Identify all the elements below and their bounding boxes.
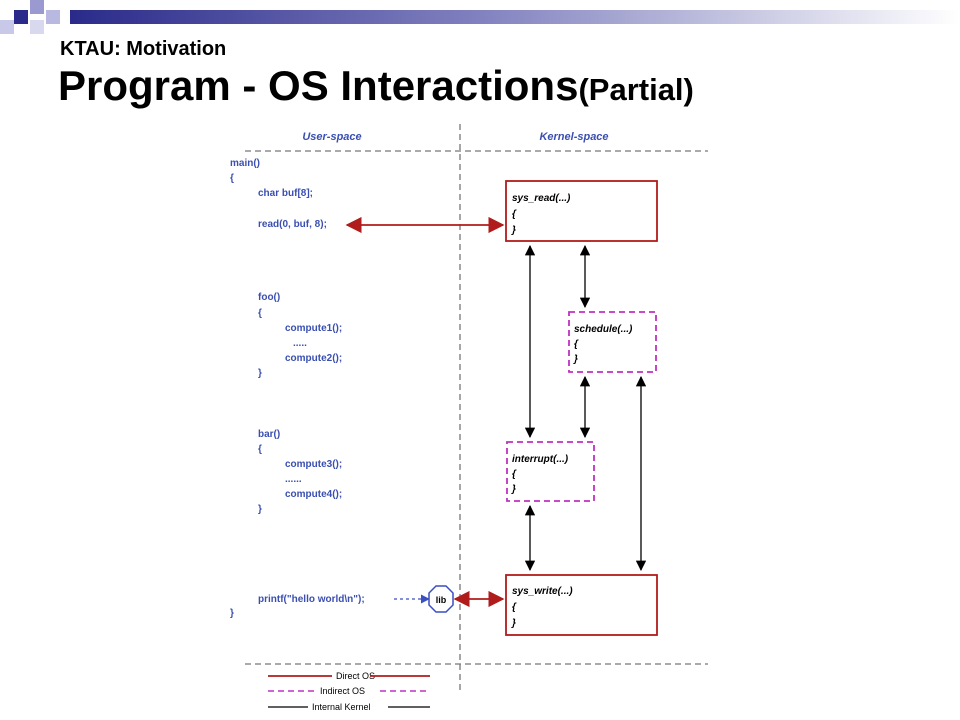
- legend-internal-label: Internal Kernel: [312, 702, 371, 712]
- box-title: schedule(...): [574, 324, 633, 335]
- slide-title: Program - OS Interactions(Partial): [58, 62, 694, 110]
- code-line: .....: [293, 338, 307, 349]
- code-line: {: [258, 308, 262, 319]
- deco-square: [30, 0, 44, 14]
- box-brace: {: [512, 209, 517, 220]
- interrupt-box: interrupt(...) { }: [506, 441, 595, 502]
- code-line: compute2();: [285, 353, 342, 364]
- box-brace: {: [512, 469, 517, 480]
- code-line: compute4();: [285, 489, 342, 500]
- code-line: {: [230, 173, 234, 184]
- box-title: interrupt(...): [512, 454, 569, 465]
- title-main: Program - OS Interactions: [58, 62, 579, 109]
- code-line: printf("hello world\n");: [258, 594, 365, 605]
- code-line: foo(): [258, 292, 280, 303]
- kernel-space-label: Kernel-space: [539, 131, 608, 143]
- header-decoration: [0, 0, 960, 34]
- deco-square: [0, 20, 14, 34]
- code-line: compute3();: [285, 459, 342, 470]
- code-line: read(0, buf, 8);: [258, 219, 327, 230]
- code-line: main(): [230, 158, 260, 169]
- user-space-label: User-space: [302, 131, 361, 143]
- box-brace: }: [511, 225, 516, 236]
- code-listing: main() { char buf[8]; read(0, buf, 8); f…: [230, 158, 365, 619]
- code-line: char buf[8];: [258, 188, 313, 199]
- deco-square: [30, 20, 44, 34]
- schedule-box: schedule(...) { }: [568, 311, 657, 373]
- box-brace: {: [574, 339, 579, 350]
- code-line: }: [230, 608, 234, 619]
- box-title: sys_write(...): [512, 586, 573, 597]
- title-suffix: (Partial): [578, 72, 694, 107]
- code-line: ......: [285, 474, 302, 485]
- box-brace: {: [512, 602, 517, 613]
- code-line: {: [258, 444, 262, 455]
- lib-label: lib: [436, 595, 447, 605]
- legend-indirect-label: Indirect OS: [320, 686, 365, 696]
- code-line: bar(): [258, 429, 280, 440]
- sys-read-box: sys_read(...) { }: [505, 180, 658, 242]
- legend-direct-label: Direct OS: [336, 671, 375, 681]
- box-title: sys_read(...): [512, 193, 571, 204]
- box-brace: }: [511, 618, 516, 629]
- box-brace: }: [573, 354, 578, 365]
- deco-square: [46, 10, 60, 24]
- box-brace: }: [511, 484, 516, 495]
- lib-node: lib: [428, 585, 454, 613]
- code-line: }: [258, 504, 262, 515]
- sys-write-box: sys_write(...) { }: [505, 574, 658, 636]
- slide-subtitle: KTAU: Motivation: [60, 38, 227, 60]
- legend: Direct OS Indirect OS Internal Kernel: [268, 671, 430, 712]
- deco-square: [14, 10, 28, 24]
- code-line: compute1();: [285, 323, 342, 334]
- code-line: }: [258, 368, 262, 379]
- header-stripe: [70, 10, 960, 24]
